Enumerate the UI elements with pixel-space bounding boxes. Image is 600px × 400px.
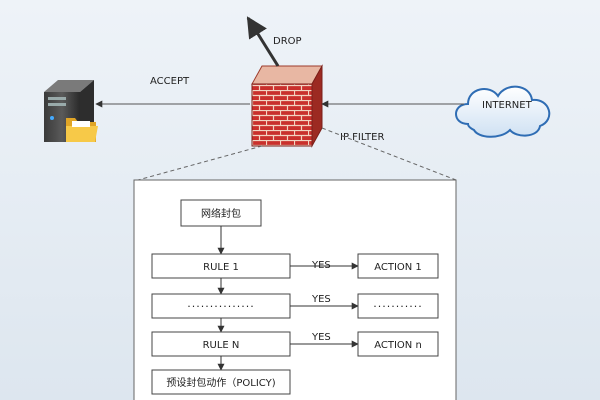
rule1-box: RULE 1 <box>151 253 291 279</box>
drop-arrow <box>246 16 280 67</box>
internet-label: INTERNET <box>482 100 533 111</box>
yes2-label: YES <box>311 294 331 305</box>
dots-action-box: ........... <box>357 293 439 319</box>
ruleN-text: RULE N <box>203 340 240 351</box>
yes1-label: YES <box>311 260 331 271</box>
action1-box: ACTION 1 <box>357 253 439 279</box>
ruleN-box: RULE N <box>151 331 291 357</box>
zoom-line-right <box>321 127 457 181</box>
action1-text: ACTION 1 <box>374 262 422 273</box>
accept-label: ACCEPT <box>150 76 190 87</box>
rule1-text: RULE 1 <box>203 262 239 273</box>
cloud-icon <box>455 85 551 138</box>
actionN-text: ACTION n <box>374 340 422 351</box>
firewall-icon <box>251 64 323 148</box>
zoom-line-left <box>137 145 263 181</box>
dots-action-text: ........... <box>373 297 422 310</box>
policy-box: 预设封包动作（POLICY) <box>151 369 291 395</box>
actionN-box: ACTION n <box>357 331 439 357</box>
ip-filter-label: IP FILTER <box>340 132 384 143</box>
yes3-label: YES <box>311 332 331 343</box>
folder-icon <box>66 118 98 142</box>
dots-rule-box: ............... <box>151 293 291 319</box>
packet-box: 网络封包 <box>180 199 262 227</box>
packet-text: 网络封包 <box>201 207 241 220</box>
drop-label: DROP <box>273 36 302 47</box>
dots-rule-text: ............... <box>187 297 254 310</box>
policy-text: 预设封包动作（POLICY) <box>166 376 275 389</box>
